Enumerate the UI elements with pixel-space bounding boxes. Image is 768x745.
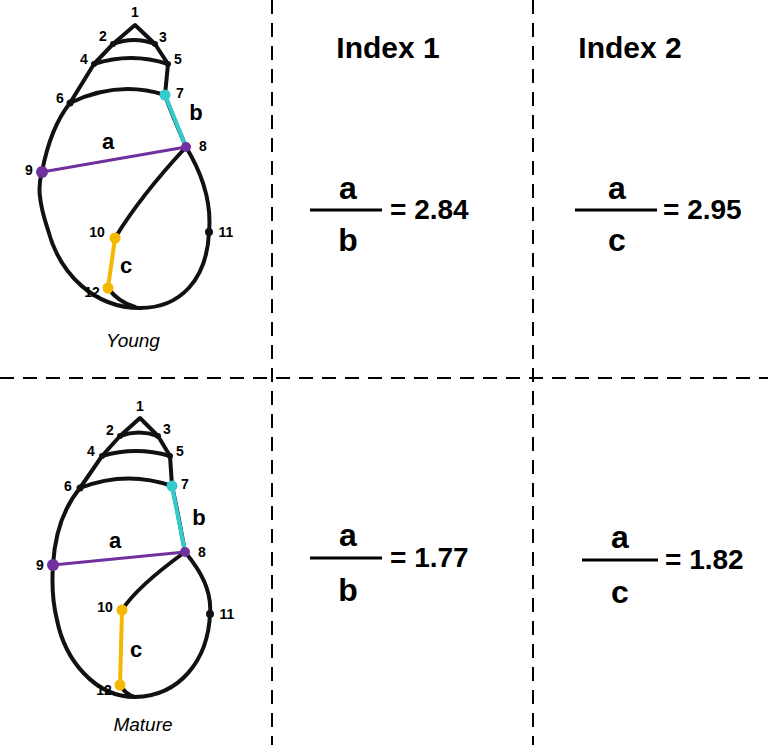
callout-number: 1 <box>131 5 139 19</box>
callout-number: 8 <box>198 545 206 559</box>
callout-number: 2 <box>99 29 107 43</box>
index-value: = 2.84 <box>390 196 469 224</box>
fraction-term: b <box>338 224 358 256</box>
measure-letter: c <box>130 639 142 661</box>
callout-number: 3 <box>163 422 171 436</box>
landmark-dot <box>167 481 178 492</box>
fraction-term: a <box>339 172 357 204</box>
callout-number: 6 <box>56 91 64 105</box>
index-value: = 1.77 <box>390 544 469 572</box>
fraction-bars <box>310 210 658 560</box>
callout-number: 3 <box>159 30 167 44</box>
measure-letter: a <box>102 131 114 153</box>
mature-shell <box>52 418 210 697</box>
callout-number: 10 <box>89 225 105 239</box>
measure-letter: a <box>109 530 121 552</box>
landmark-dot <box>181 142 191 152</box>
landmark-dots <box>67 41 214 236</box>
landmark-dot <box>117 605 128 616</box>
callout-number: 7 <box>181 477 189 491</box>
landmark-dot <box>36 166 48 178</box>
column-heading: Index 1 <box>336 33 439 63</box>
callout-number: 7 <box>176 86 184 100</box>
landmark-dot <box>160 90 171 101</box>
landmark-dot <box>115 680 126 691</box>
callout-number: 1 <box>136 399 144 413</box>
landmark-dot <box>180 547 190 557</box>
callout-number: 4 <box>80 52 88 66</box>
fraction-term: a <box>611 521 629 553</box>
measure-a <box>53 552 185 565</box>
fraction-term: a <box>608 172 626 204</box>
young-shell <box>40 25 210 308</box>
fraction-term: b <box>338 574 358 606</box>
measure-c <box>120 610 122 685</box>
callout-number: 12 <box>96 683 112 697</box>
landmark-dot <box>110 233 121 244</box>
index-value: = 2.95 <box>663 196 742 224</box>
measure-c <box>108 238 115 288</box>
callout-number: 2 <box>106 423 114 437</box>
callout-number: 10 <box>97 600 113 614</box>
callout-number: 12 <box>84 285 100 299</box>
measure-letter: b <box>192 507 205 529</box>
column-heading: Index 2 <box>578 33 681 63</box>
fraction-term: c <box>611 576 629 608</box>
callout-number: 4 <box>87 444 95 458</box>
measure-b <box>165 95 186 147</box>
callout-number: 8 <box>199 139 207 153</box>
landmark-dot <box>103 283 114 294</box>
landmark-dots <box>77 433 215 618</box>
callout-number: 5 <box>174 52 182 66</box>
callout-number: 9 <box>36 558 44 572</box>
callout-number: 11 <box>219 225 234 239</box>
measure-letter: c <box>120 255 132 277</box>
shell-caption: Young <box>106 331 160 350</box>
landmark-dot <box>47 559 59 571</box>
callout-number: 5 <box>176 444 184 458</box>
fraction-term: a <box>339 519 357 551</box>
index-value: = 1.82 <box>665 546 744 574</box>
callout-number: 9 <box>25 163 33 177</box>
callout-number: 11 <box>220 607 235 621</box>
callout-number: 6 <box>64 479 72 493</box>
fraction-term: c <box>608 224 626 256</box>
shell-caption: Mature <box>113 715 172 734</box>
measure-letter: b <box>189 102 202 124</box>
measure-b <box>172 486 185 552</box>
